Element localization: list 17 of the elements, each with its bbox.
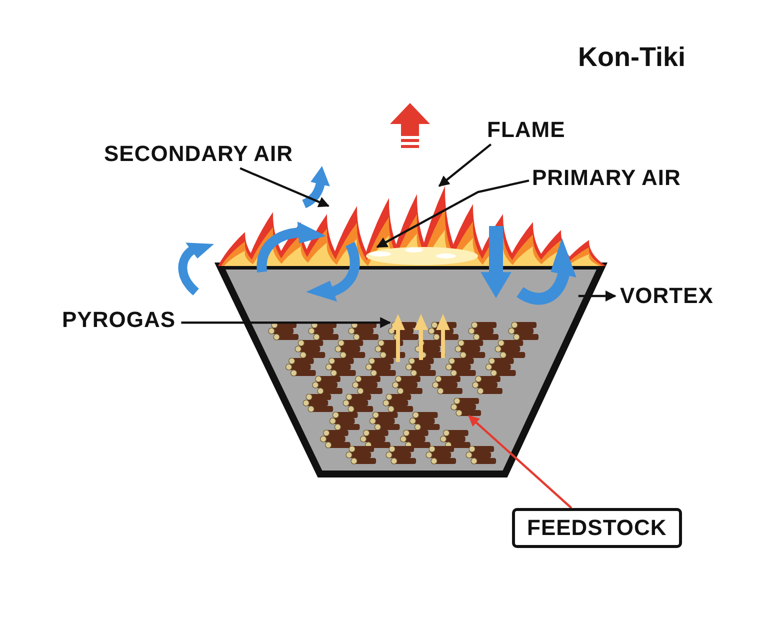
air-arrow-icon <box>302 166 330 208</box>
gas-arrows-icon <box>391 314 450 362</box>
callout-label: FEEDSTOCK <box>512 508 682 548</box>
leader-line <box>438 143 492 187</box>
callout-label: SECONDARY AIR <box>104 141 294 167</box>
log-bundle-icon <box>450 398 481 416</box>
flame-core-drawing <box>366 247 478 265</box>
leader-line <box>181 317 392 328</box>
callout-label: FLAME <box>487 117 566 143</box>
callout-label: PYROGAS <box>62 307 176 333</box>
leader-line <box>376 180 530 248</box>
leader-line <box>240 167 330 208</box>
callout-label: PRIMARY AIR <box>532 165 681 191</box>
diagram-title: Kon-Tiki <box>578 42 686 73</box>
callout-label: VORTEX <box>620 283 714 309</box>
swirl-arrow-icon <box>516 238 576 305</box>
leader-line <box>468 415 572 509</box>
